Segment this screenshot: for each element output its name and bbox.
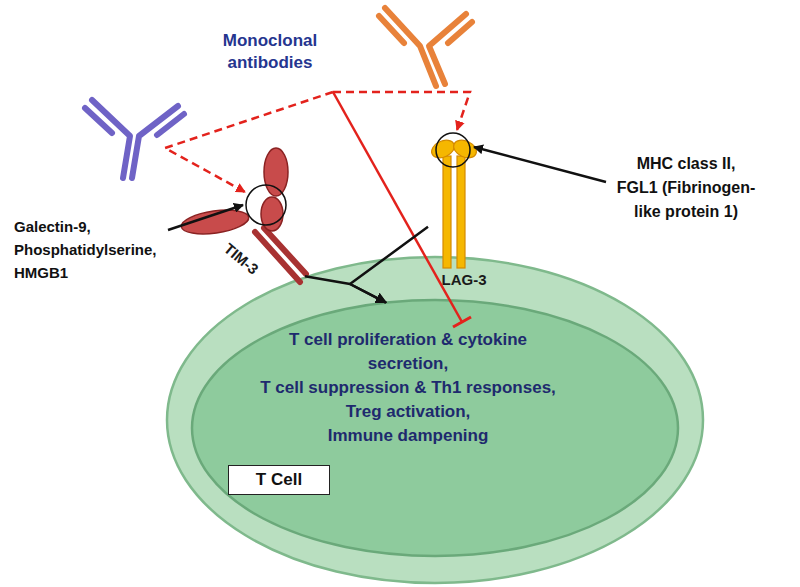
node-text: T cell suppression & Th1 responses,	[260, 376, 556, 400]
antibody-heavy-chain	[429, 14, 466, 84]
receptor-stem	[443, 156, 451, 268]
signal-arrow	[350, 227, 428, 303]
receptor-domain	[451, 137, 480, 162]
antibody-light-chain	[157, 114, 184, 135]
ligand-arrow	[474, 147, 606, 182]
node-text: T cell proliferation & cytokine secretio…	[268, 328, 548, 376]
node-text: LAG-3	[436, 271, 492, 289]
binding-site-circle	[436, 133, 470, 167]
node-text: Immune dampening	[328, 424, 489, 448]
text-stack: T cell proliferation & cytokine secretio…	[238, 328, 578, 448]
orange-antibody	[379, 8, 472, 86]
antibody-heavy-chain	[92, 100, 130, 178]
antibody-light-chain	[448, 22, 472, 43]
lag3-receptor	[428, 132, 500, 290]
inhibition-line	[333, 92, 462, 322]
free-label: MHC class II, FGL1 (Fibrinogen-like prot…	[615, 152, 757, 224]
signal-arrow	[305, 276, 386, 302]
lag3-node: LAG-3	[428, 132, 500, 290]
receptor-stem	[457, 156, 465, 268]
node-text: TIM-3	[215, 235, 268, 283]
receptor-domain	[264, 148, 288, 196]
antibody-light-chain	[379, 16, 404, 43]
t-cell: T Cell T cell proliferation & cytokine se…	[165, 255, 705, 585]
node-text: T Cell	[228, 465, 330, 495]
ligand-arrow	[168, 205, 243, 230]
nucleus: T cell proliferation & cytokine secretio…	[190, 298, 680, 558]
antibody-light-chain	[85, 108, 112, 133]
inhibition-bar	[453, 317, 471, 327]
antibody-heavy-chain	[132, 106, 178, 178]
cell-shape	[167, 257, 703, 583]
receptor-domain	[429, 137, 458, 162]
receptor-domain	[180, 206, 250, 237]
tim3-node: TIM-3	[170, 140, 305, 288]
receptor-stem	[264, 228, 306, 274]
antibody-heavy-chain	[385, 8, 436, 86]
binding-site-circle	[246, 185, 286, 225]
node-text: Treg activation,	[346, 400, 471, 424]
free-label: Galectin-9, Phosphatidylserine, HMGB1	[14, 215, 169, 284]
purple-antibody	[85, 100, 184, 178]
free-label: Monoclonal antibodies	[195, 30, 345, 74]
dashed-target-arrow	[165, 92, 333, 192]
receptor-domain	[261, 197, 283, 231]
nucleus-shape	[192, 300, 678, 556]
dashed-target-arrow	[333, 92, 470, 130]
